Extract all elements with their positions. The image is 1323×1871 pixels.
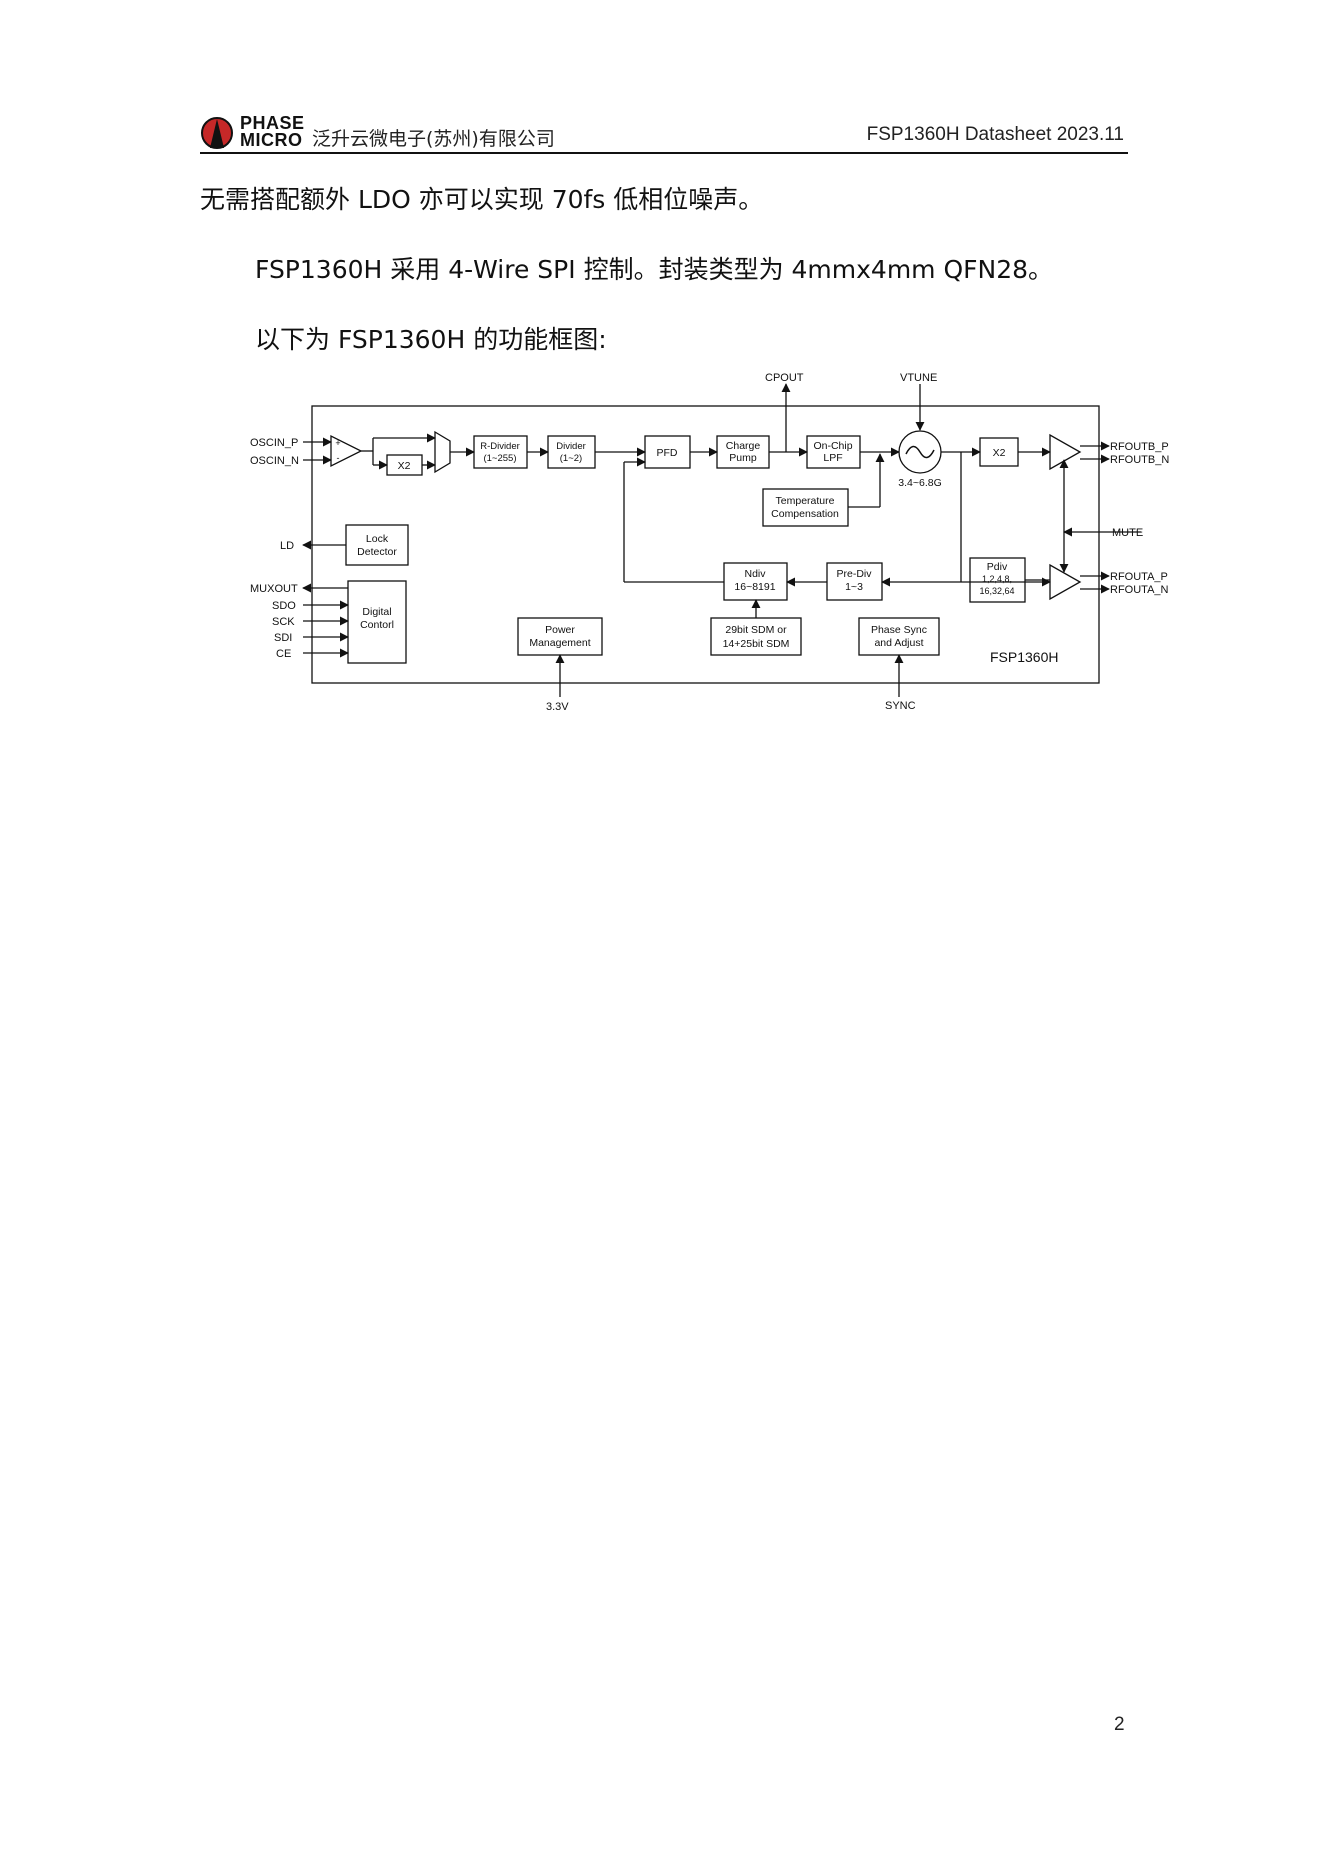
pin-rfoutb-n: RFOUTB_N xyxy=(1110,454,1169,466)
pin-oscin-n: OSCIN_N xyxy=(250,455,299,467)
pin-rfoutb-p: RFOUTB_P xyxy=(1110,441,1169,453)
pin-cpout: CPOUT xyxy=(765,372,804,384)
sdm-label2: 14+25bit SDM xyxy=(723,638,790,650)
pin-ce: CE xyxy=(276,648,291,660)
digital-control-label2: Contorl xyxy=(360,619,394,631)
lpf-label2: LPF xyxy=(823,452,842,464)
amp-plus-sign: + xyxy=(335,438,340,448)
logo-line1: PHASE xyxy=(240,113,305,133)
ref-doubler-label: X2 xyxy=(398,460,411,472)
pdiv-range1: 1,2,4,8, xyxy=(982,574,1012,584)
pin-sck: SCK xyxy=(272,616,295,628)
prediv-label: Pre-Div xyxy=(836,568,872,580)
logo-line2: MICRO xyxy=(240,130,303,150)
prediv-range: 1~3 xyxy=(845,581,863,593)
pin-sync: SYNC xyxy=(885,700,916,712)
divider-label: Divider xyxy=(556,441,586,452)
output-doubler-label: X2 xyxy=(993,447,1006,459)
rfouta-buffer-icon xyxy=(1049,563,1082,601)
pin-oscin-p: OSCIN_P xyxy=(250,437,298,449)
ref-mux-icon xyxy=(434,430,451,474)
power-management-label1: Power xyxy=(545,624,575,636)
rfoutb-buffer-icon xyxy=(1049,433,1082,471)
phase-sync-label2: and Adjust xyxy=(874,637,923,649)
page-number: 2 xyxy=(1114,1714,1125,1735)
chip-name: FSP1360H xyxy=(990,649,1058,665)
phase-sync-label1: Phase Sync xyxy=(871,624,927,636)
input-amplifier-icon xyxy=(330,434,363,468)
temperature-label2: Compensation xyxy=(771,508,839,520)
pin-ld: LD xyxy=(280,540,294,552)
charge-pump-label2: Pump xyxy=(729,452,757,464)
functional-block-diagram: OSCIN_P OSCIN_N LD MUXOUT SDO SCK SDI CE… xyxy=(250,372,1169,713)
lpf-label1: On-Chip xyxy=(813,440,852,452)
company-name: 泛升云微电子(苏州)有限公司 xyxy=(312,128,555,150)
ndiv-label: Ndiv xyxy=(744,568,766,580)
lock-detector-label2: Detector xyxy=(357,546,397,558)
digital-control-label1: Digital xyxy=(362,606,391,618)
paragraph-ldo: 无需搭配额外 LDO 亦可以实现 70fs 低相位噪声。 xyxy=(200,185,764,214)
page-header: PHASE MICRO 泛升云微电子(苏州)有限公司 FSP1360H Data… xyxy=(200,112,1128,152)
chip-outline xyxy=(311,405,1100,684)
sdm-label1: 29bit SDM or xyxy=(725,624,787,636)
logo-wordmark: PHASE MICRO xyxy=(240,113,305,150)
charge-pump-label1: Charge xyxy=(726,440,761,452)
r-divider-range: (1~255) xyxy=(483,453,516,464)
pdiv-label: Pdiv xyxy=(987,561,1008,573)
header-divider xyxy=(200,152,1128,154)
temperature-label1: Temperature xyxy=(776,495,835,507)
ndiv-range: 16~8191 xyxy=(734,581,775,593)
r-divider-label: R-Divider xyxy=(480,441,520,452)
pin-sdo: SDO xyxy=(272,600,296,612)
pin-vtune: VTUNE xyxy=(900,372,937,384)
pin-sdi: SDI xyxy=(274,632,292,644)
phase-micro-logo-icon xyxy=(201,117,233,149)
paragraph-diagram-intro: 以下为 FSP1360H 的功能框图: xyxy=(255,325,607,354)
pin-3v3: 3.3V xyxy=(546,701,569,713)
amp-minus-sign: - xyxy=(337,453,340,463)
pdiv-range2: 16,32,64 xyxy=(979,586,1014,596)
vco-range: 3.4~6.8G xyxy=(898,477,942,489)
pfd-label: PFD xyxy=(657,447,678,459)
power-management-label2: Management xyxy=(529,637,590,649)
pin-mute: MUTE xyxy=(1112,527,1143,539)
divider-range: (1~2) xyxy=(560,453,582,464)
pin-rfouta-p: RFOUTA_P xyxy=(1110,571,1168,583)
pin-rfouta-n: RFOUTA_N xyxy=(1110,584,1169,596)
pin-muxout: MUXOUT xyxy=(250,583,298,595)
lock-detector-block xyxy=(345,524,409,566)
document-id: FSP1360H Datasheet 2023.11 xyxy=(866,124,1124,145)
paragraph-spi: FSP1360H 采用 4-Wire SPI 控制。封装类型为 4mmx4mm … xyxy=(255,255,1054,284)
lock-detector-label1: Lock xyxy=(366,533,389,545)
